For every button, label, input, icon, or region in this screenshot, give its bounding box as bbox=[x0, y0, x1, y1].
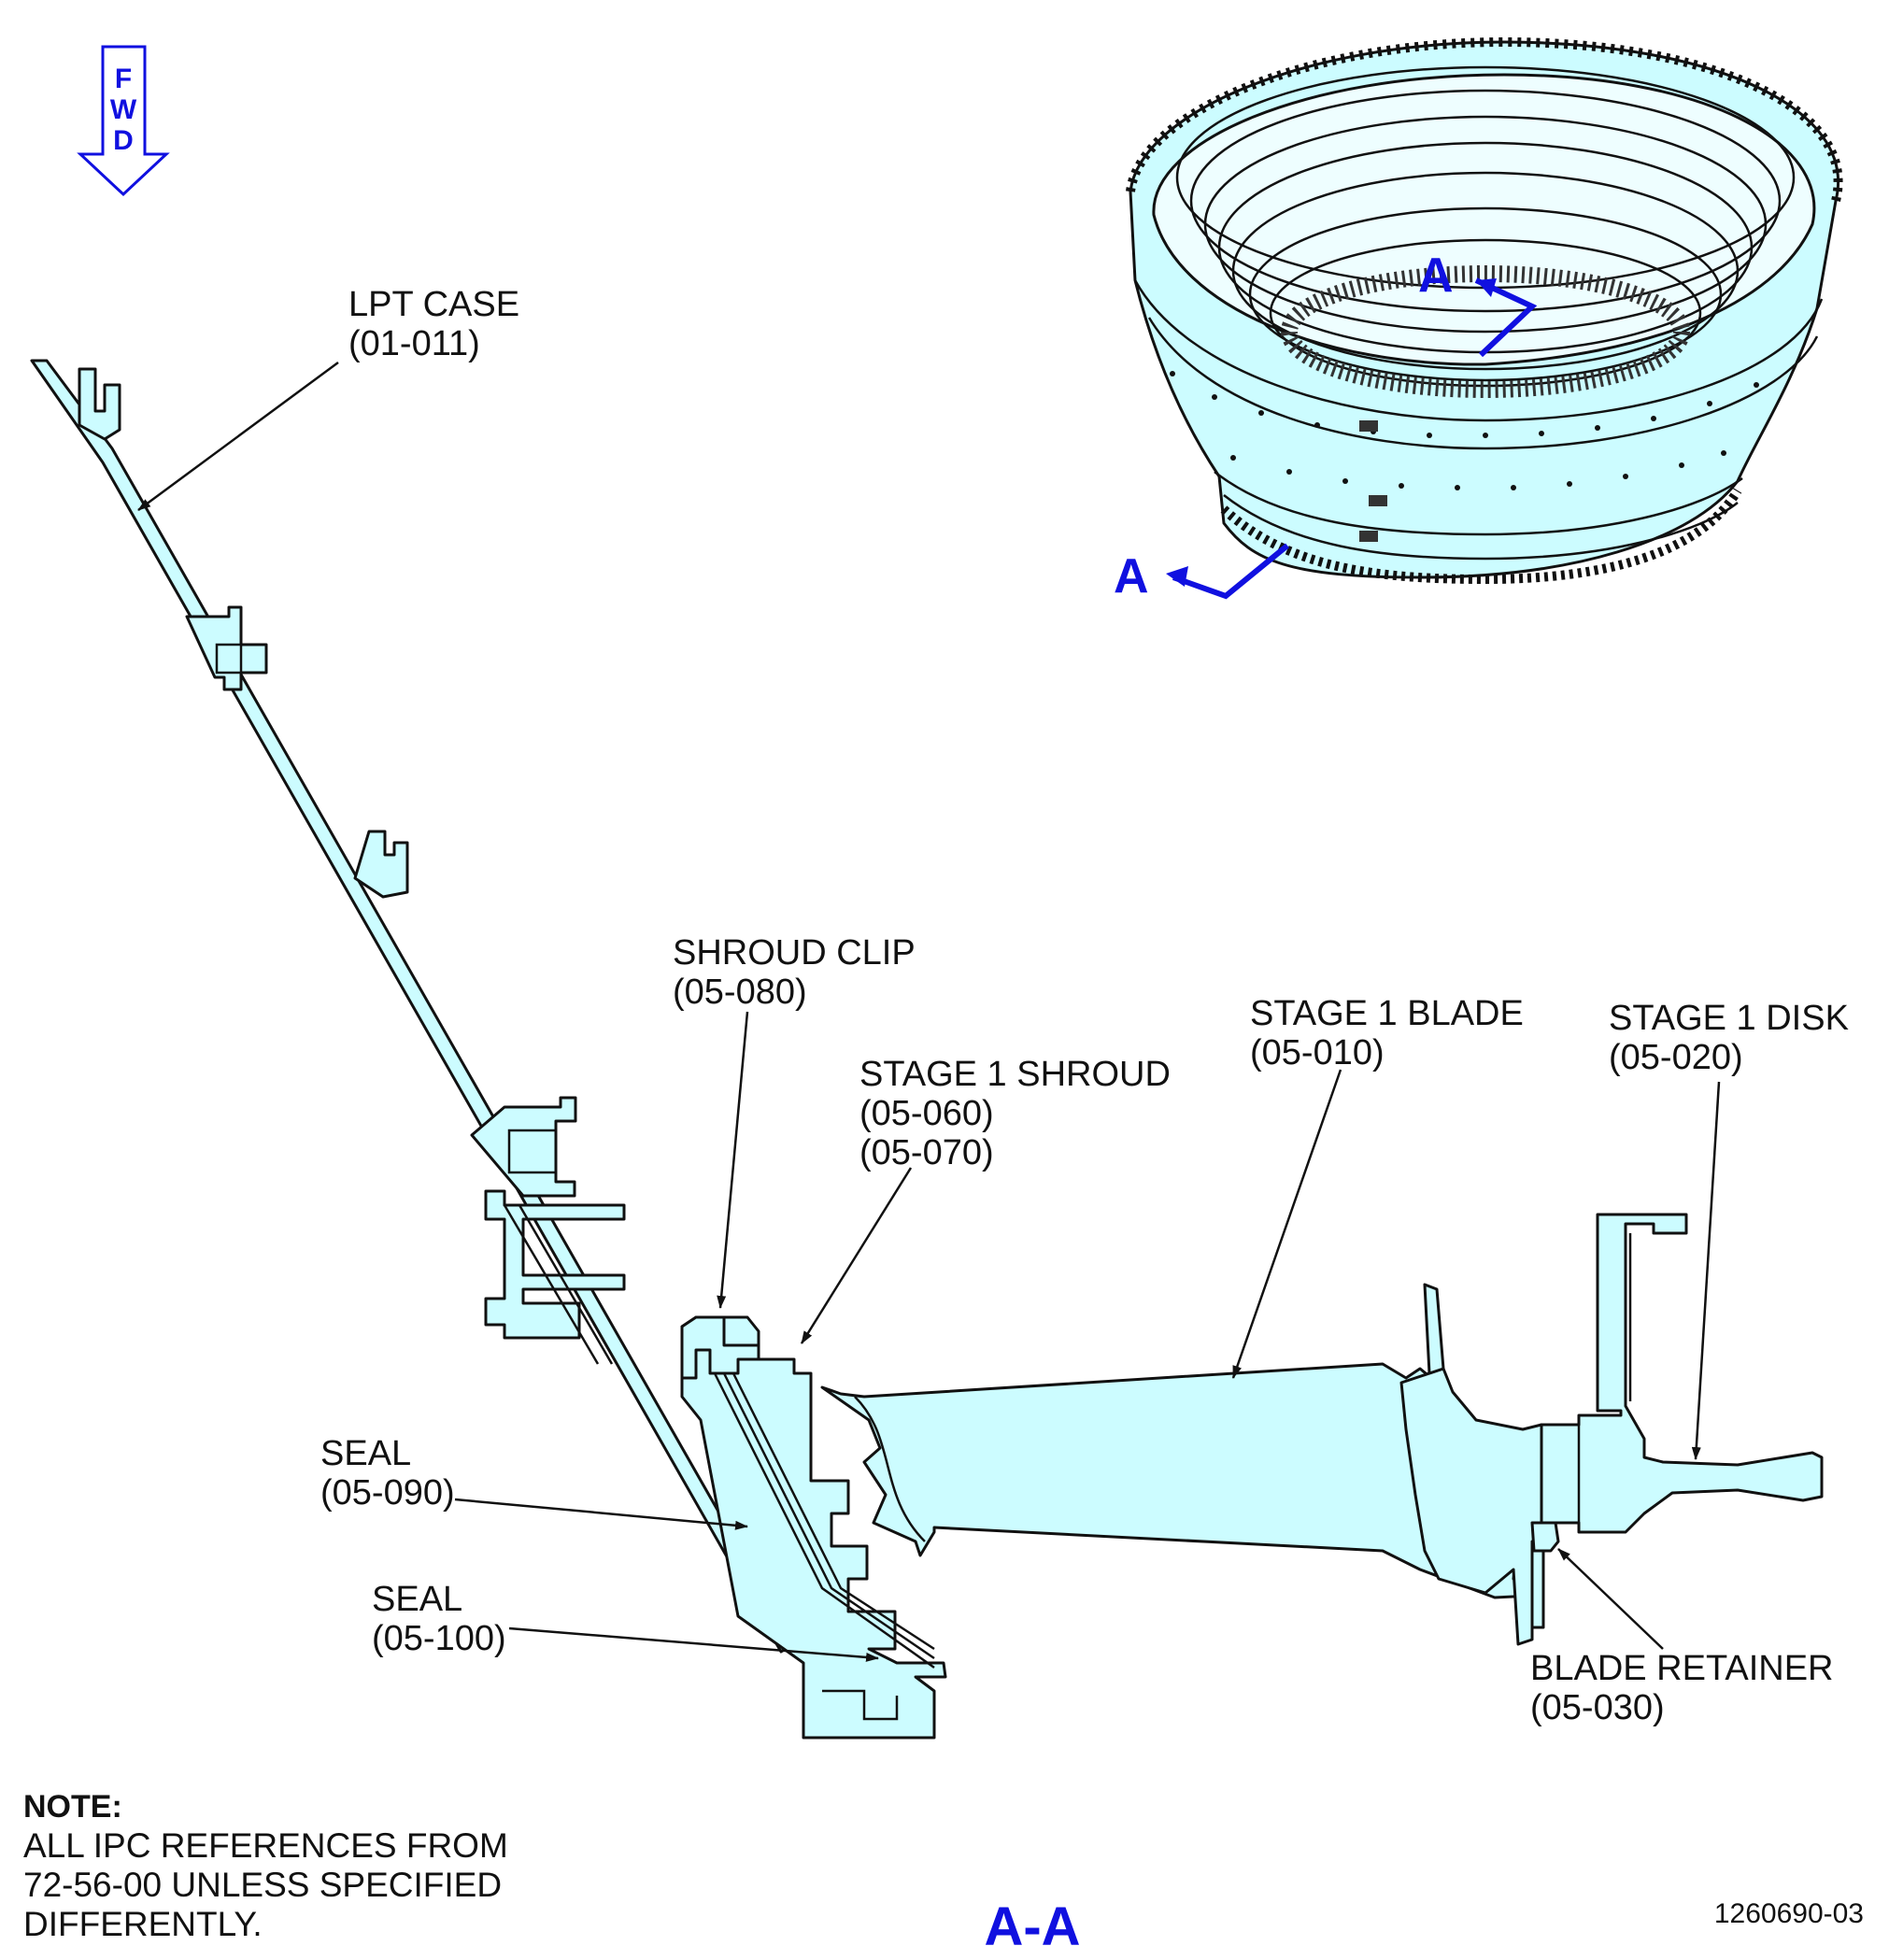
isometric-case-view bbox=[1126, 36, 1843, 585]
section-title: A-A bbox=[984, 1896, 1080, 1957]
blade-retainer-ref: (05-030) bbox=[1530, 1688, 1665, 1727]
figure-number: 1260690-03 bbox=[1714, 1898, 1864, 1929]
note-line-2: 72-56-00 UNLESS SPECIFIED bbox=[23, 1866, 502, 1904]
lpt-case-name: LPT CASE bbox=[348, 285, 519, 324]
note-title: NOTE: bbox=[23, 1789, 122, 1825]
blade-retainer-name: BLADE RETAINER bbox=[1530, 1649, 1833, 1688]
callout-stage1-disk: STAGE 1 DISK (05-020) bbox=[1609, 999, 1849, 1077]
leader-lines bbox=[137, 361, 1721, 1662]
callout-blade-retainer: BLADE RETAINER (05-030) bbox=[1530, 1649, 1833, 1727]
section-cut-upper: A bbox=[1418, 249, 1538, 358]
shroud-clip bbox=[680, 1315, 760, 1380]
callout-seal-100: SEAL (05-100) bbox=[372, 1580, 506, 1658]
stage1-blade-ref: (05-010) bbox=[1250, 1033, 1385, 1072]
seal-100-name: SEAL bbox=[372, 1580, 462, 1619]
stage1-blade-name: STAGE 1 BLADE bbox=[1250, 994, 1524, 1033]
cross-section-view bbox=[30, 359, 1824, 1740]
seal-090-ref: (05-090) bbox=[320, 1473, 455, 1513]
seal-100-ref: (05-100) bbox=[372, 1619, 506, 1658]
stage1-blade bbox=[820, 1362, 1534, 1599]
section-marker-lower-letter: A bbox=[1114, 549, 1149, 604]
callout-lpt-case: LPT CASE (01-011) bbox=[348, 285, 519, 363]
fwd-letter-w: W bbox=[110, 94, 137, 125]
stage1-disk-name: STAGE 1 DISK bbox=[1609, 999, 1849, 1038]
fwd-letter-f: F bbox=[115, 64, 132, 94]
lpt-case-ref: (01-011) bbox=[348, 324, 480, 363]
note-block: NOTE: ALL IPC REFERENCES FROM 72-56-00 U… bbox=[23, 1789, 508, 1943]
callout-seal-090: SEAL (05-090) bbox=[320, 1434, 455, 1513]
callout-stage1-shroud: STAGE 1 SHROUD (05-060) (05-070) bbox=[859, 1055, 1171, 1172]
blade-retainer bbox=[1530, 1521, 1560, 1553]
shroud-clip-ref: (05-080) bbox=[673, 973, 807, 1012]
fwd-direction-indicator: F W D bbox=[77, 45, 170, 197]
stage1-shroud-name: STAGE 1 SHROUD bbox=[859, 1055, 1171, 1094]
note-line-1: ALL IPC REFERENCES FROM bbox=[23, 1826, 508, 1865]
note-line-3: DIFFERENTLY. bbox=[23, 1905, 263, 1943]
stage1-shroud-ref1: (05-060) bbox=[859, 1094, 994, 1133]
seal-090-name: SEAL bbox=[320, 1434, 411, 1473]
stage1-shroud-ref2: (05-070) bbox=[859, 1133, 994, 1172]
section-marker-upper-letter: A bbox=[1418, 249, 1454, 303]
down-arrow-icon bbox=[77, 45, 170, 197]
stage1-disk-ref: (05-020) bbox=[1609, 1038, 1743, 1077]
section-cut-lower: A bbox=[1114, 543, 1289, 604]
callout-stage1-blade: STAGE 1 BLADE (05-010) bbox=[1250, 994, 1524, 1072]
fwd-letter-d: D bbox=[113, 125, 134, 156]
shroud-clip-name: SHROUD CLIP bbox=[673, 933, 916, 973]
callout-shroud-clip: SHROUD CLIP (05-080) bbox=[673, 933, 916, 1012]
stage1-disk bbox=[1540, 1213, 1824, 1534]
